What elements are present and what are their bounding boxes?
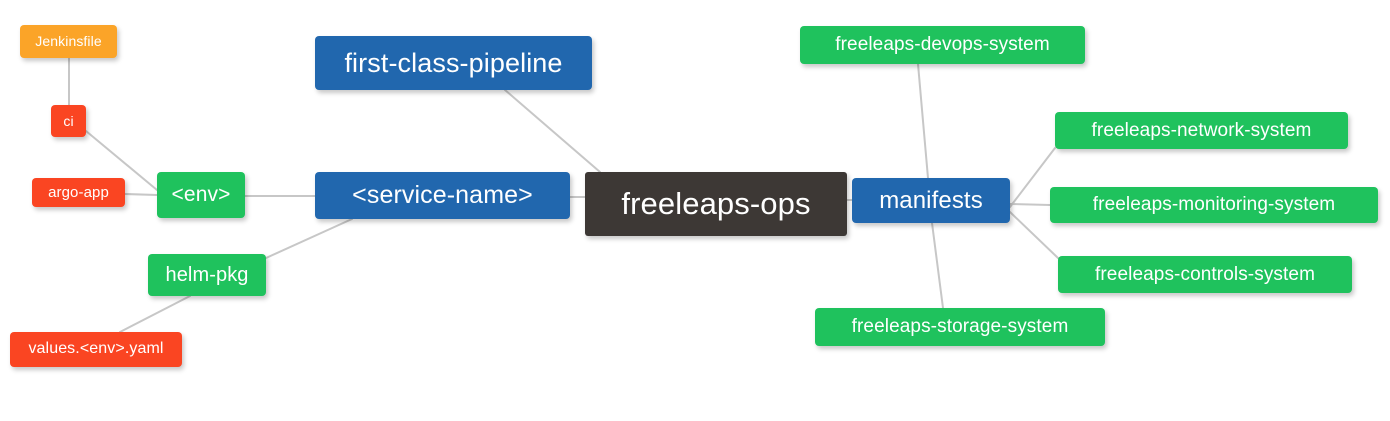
node-label: freeleaps-controls-system — [1094, 263, 1316, 285]
node-ci[interactable]: ci — [51, 105, 86, 137]
node-freeleaps-storage-system[interactable]: freeleaps-storage-system — [815, 308, 1105, 346]
edge-manifests-to-freeleaps-storage-system — [931, 222, 944, 309]
edge-values-env-yaml-to-helm-pkg — [119, 295, 191, 333]
node-helm-pkg[interactable]: helm-pkg — [148, 254, 266, 296]
node-argo-app[interactable]: argo-app — [32, 178, 125, 207]
node-label: freeleaps-ops — [621, 185, 811, 221]
node-label: <env> — [171, 182, 231, 206]
node-manifests[interactable]: manifests — [852, 178, 1010, 223]
node-label: freeleaps-monitoring-system — [1092, 194, 1336, 216]
node-env[interactable]: <env> — [157, 172, 245, 218]
node-service-name[interactable]: <service-name> — [315, 172, 570, 219]
node-label: first-class-pipeline — [344, 47, 563, 78]
edge-helm-pkg-to-service-name — [265, 218, 353, 259]
node-first-class-pipeline[interactable]: first-class-pipeline — [315, 36, 592, 90]
node-label: freeleaps-network-system — [1091, 119, 1312, 141]
node-label: freeleaps-storage-system — [851, 316, 1069, 338]
node-label: values.<env>.yaml — [28, 340, 164, 358]
node-label: freeleaps-devops-system — [835, 34, 1050, 56]
node-freeleaps-network-system[interactable]: freeleaps-network-system — [1055, 112, 1348, 149]
node-freeleaps-monitoring-system[interactable]: freeleaps-monitoring-system — [1050, 187, 1378, 223]
node-freeleaps-ops[interactable]: freeleaps-ops — [585, 172, 847, 236]
node-label: <service-name> — [352, 181, 533, 210]
edge-manifests-to-freeleaps-network-system — [1009, 147, 1056, 208]
node-jenkinsfile[interactable]: Jenkinsfile — [20, 25, 117, 58]
node-label: argo-app — [48, 183, 109, 201]
node-freeleaps-controls-system[interactable]: freeleaps-controls-system — [1058, 256, 1352, 293]
edge-manifests-to-freeleaps-devops-system — [917, 63, 929, 179]
node-label: helm-pkg — [165, 263, 249, 286]
edge-first-class-pipeline-to-freeleaps-ops — [504, 89, 601, 173]
node-label: manifests — [879, 186, 983, 214]
edge-argo-app-to-env — [124, 193, 158, 196]
node-freeleaps-devops-system[interactable]: freeleaps-devops-system — [800, 26, 1085, 64]
node-label: Jenkinsfile — [35, 33, 102, 50]
node-values-env-yaml[interactable]: values.<env>.yaml — [10, 332, 182, 367]
node-label: ci — [63, 112, 74, 129]
edge-manifests-to-freeleaps-monitoring-system — [1009, 203, 1051, 206]
